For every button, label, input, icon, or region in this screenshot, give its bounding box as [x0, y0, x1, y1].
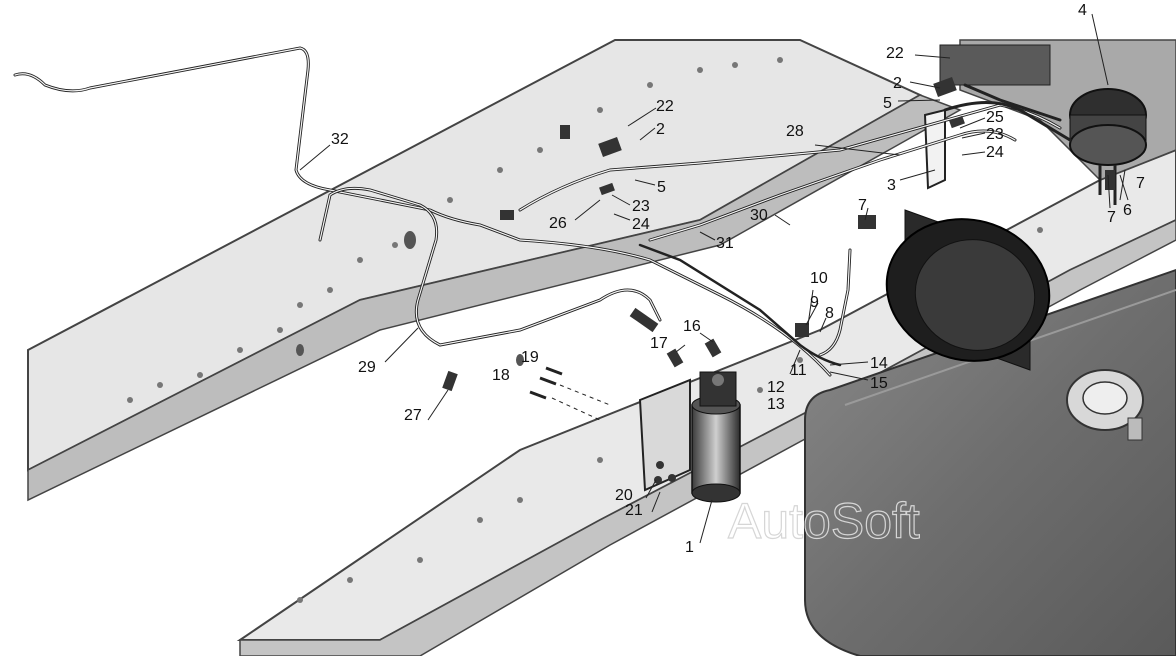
callout-22: 22	[656, 98, 674, 115]
support-bracket	[923, 108, 946, 190]
callout-16: 16	[683, 318, 701, 335]
callout-1: 1	[685, 539, 694, 556]
callout-2: 2	[656, 121, 665, 138]
callout-22: 22	[886, 45, 904, 62]
callout-11: 11	[790, 362, 807, 379]
fittings	[442, 77, 1115, 392]
callout-21: 21	[625, 502, 643, 519]
callout-14: 14	[870, 355, 888, 372]
callout-24: 24	[986, 144, 1004, 161]
moisture-separator	[638, 371, 741, 503]
callout-23: 23	[986, 126, 1004, 143]
callout-13: 13	[767, 396, 785, 413]
line-rear-filter	[943, 101, 1072, 142]
callout-10: 10	[810, 270, 828, 287]
callout-labels: 1 2 2 3 4 5 5 6 7 7 7 8 9 10 11 12 13 14…	[331, 2, 1145, 556]
callout-25: 25	[986, 109, 1004, 126]
mounting-bracket-plate	[939, 44, 1051, 86]
callout-20: 20	[615, 487, 633, 504]
callout-7: 7	[858, 197, 867, 214]
callout-31: 31	[716, 235, 734, 252]
callout-19: 19	[521, 349, 539, 366]
callout-24: 24	[632, 216, 650, 233]
line-rear-filter-2	[963, 83, 1062, 122]
air-receiver	[885, 209, 1051, 371]
callout-3: 3	[887, 177, 896, 194]
callout-5: 5	[883, 95, 892, 112]
callout-5: 5	[657, 179, 666, 196]
callout-27: 27	[404, 407, 422, 424]
leader-lines	[299, 13, 1129, 544]
callout-28: 28	[786, 123, 804, 140]
callout-8: 8	[825, 305, 834, 322]
callout-32: 32	[331, 131, 349, 148]
callout-17: 17	[650, 335, 668, 352]
callout-4: 4	[1078, 2, 1087, 19]
callout-30: 30	[750, 207, 768, 224]
callout-26: 26	[549, 215, 567, 232]
callout-12: 12	[767, 379, 785, 396]
fuel-gauge-sender	[1066, 369, 1144, 441]
line-31	[638, 243, 842, 367]
callout-18: 18	[492, 367, 510, 384]
left-rail-flange	[27, 94, 962, 502]
fuel-tank	[804, 268, 1176, 656]
callout-7: 7	[1107, 209, 1116, 226]
right-rail-flange	[239, 219, 1176, 656]
air-lines	[13, 46, 1072, 377]
callout-9: 9	[810, 294, 819, 311]
callout-7: 7	[1136, 175, 1145, 192]
callout-6: 6	[1123, 202, 1132, 219]
callout-29: 29	[358, 359, 376, 376]
callout-2: 2	[893, 75, 902, 92]
bolts	[529, 366, 611, 421]
callout-15: 15	[870, 375, 888, 392]
air-filter-canister	[1069, 88, 1147, 205]
watermark: AutoSoft	[728, 493, 920, 549]
callout-23: 23	[632, 198, 650, 215]
